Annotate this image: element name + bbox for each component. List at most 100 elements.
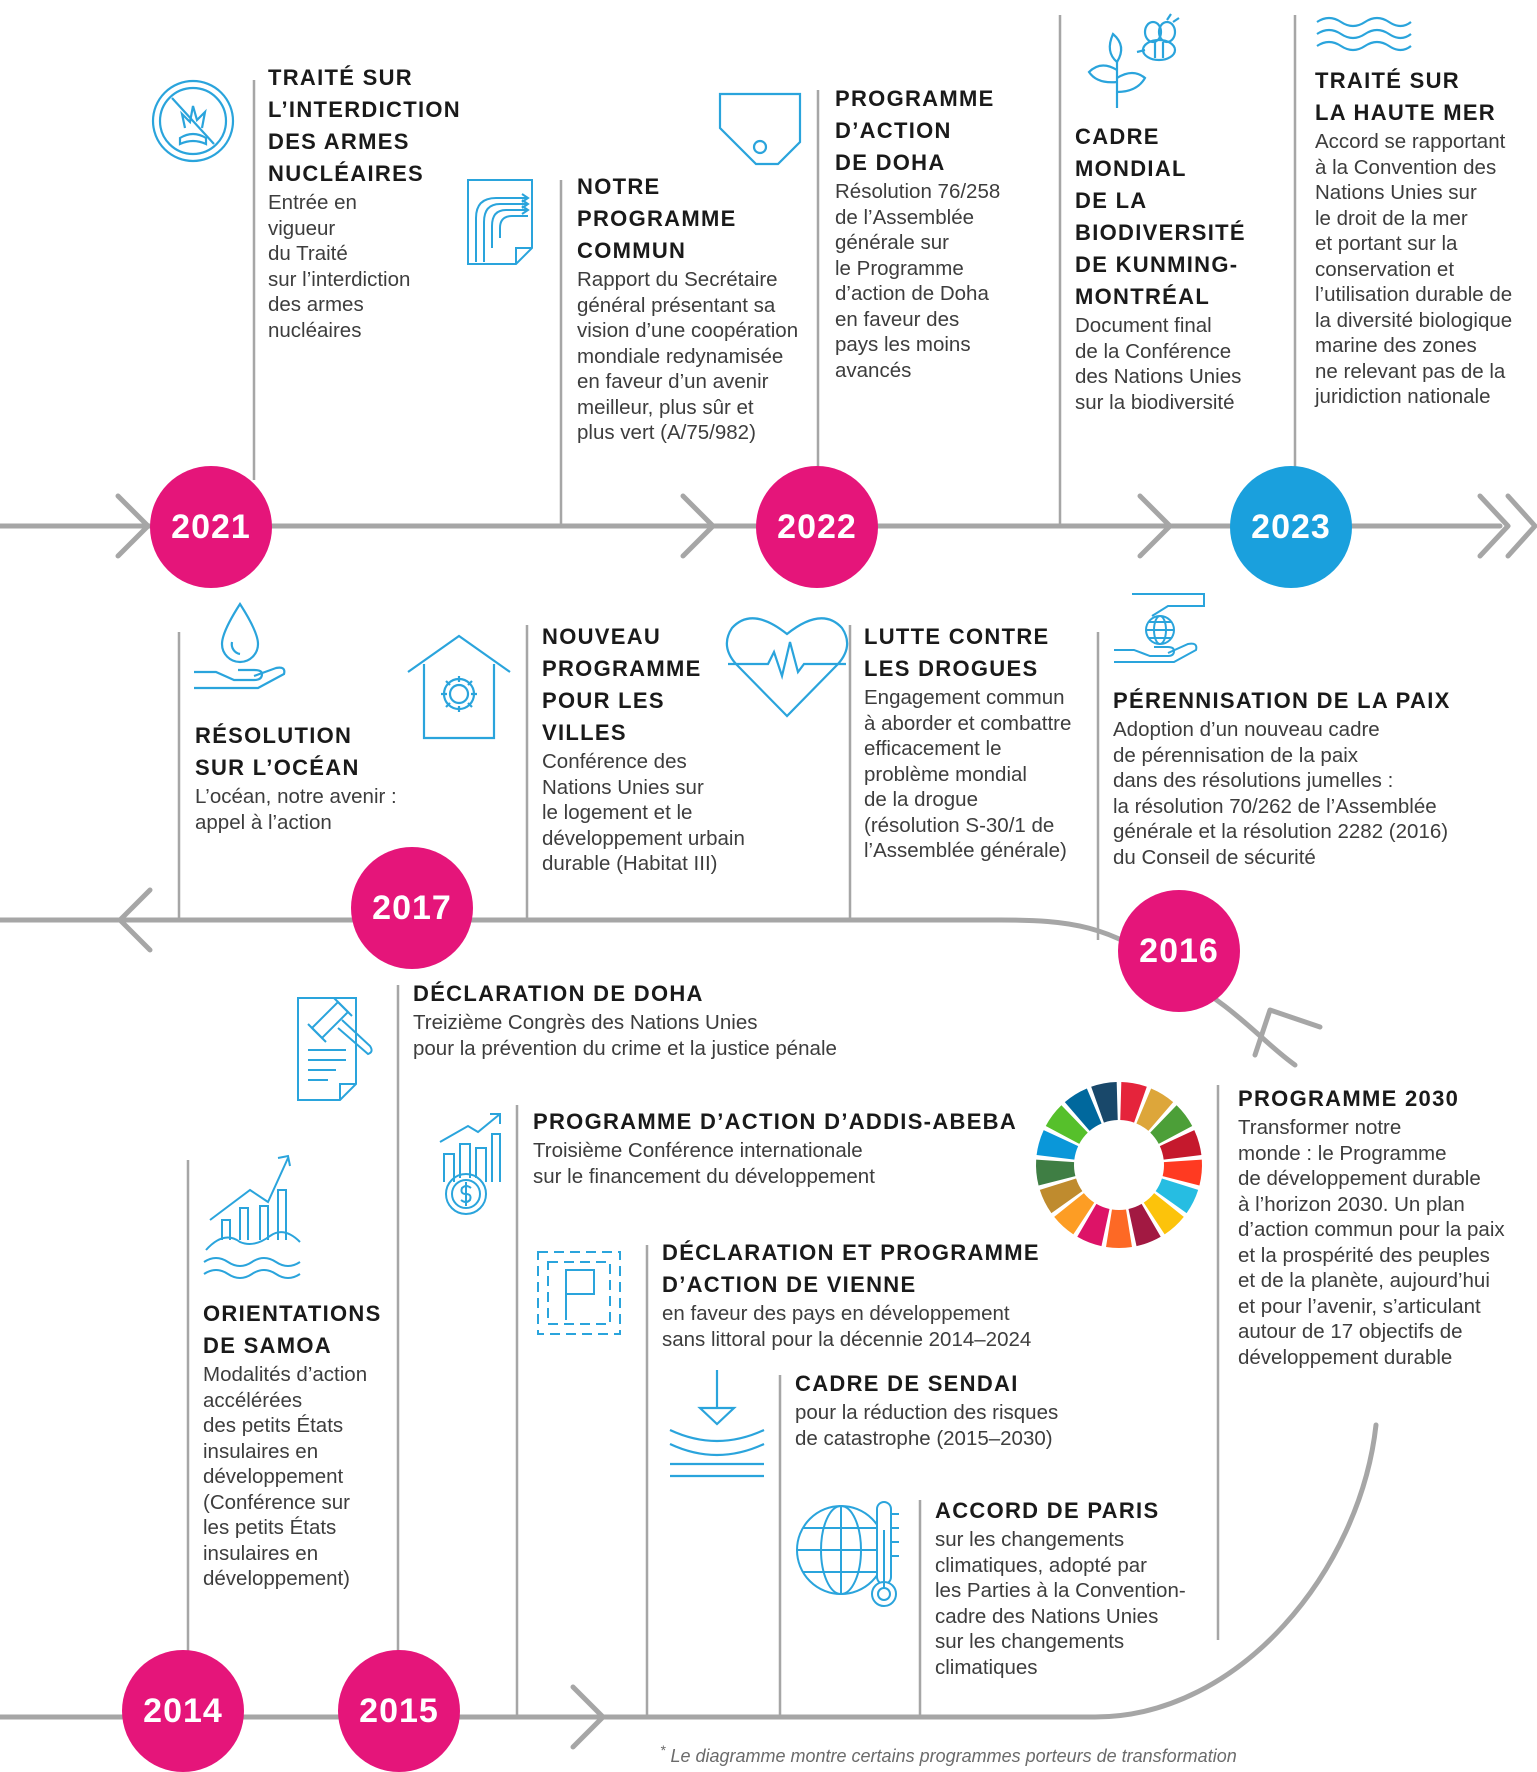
sdg-wheel-segment: [1039, 1178, 1083, 1214]
sdg-wheel-segment: [1136, 1088, 1174, 1131]
event-declaration-doha: DÉCLARATION DE DOHA Treizième Congrès de…: [413, 978, 933, 1061]
event-description: Modalités d’action accélérées des petits…: [203, 1363, 368, 1590]
sdg-wheel-segment: [1036, 1130, 1079, 1160]
event-declaration-vienne: DÉCLARATION ET PROGRAMME D’ACTION DE VIE…: [662, 1237, 1082, 1352]
event-perennisation-paix: PÉRENNISATION DE LA PAIX Adoption d’un n…: [1113, 685, 1513, 870]
finance-chart-icon: [436, 1112, 504, 1216]
event-description: Troisième Conférence internationale sur …: [533, 1139, 875, 1188]
sdg-wheel-segment: [1155, 1178, 1199, 1214]
event-description: en faveur des pays en développement sans…: [662, 1302, 1032, 1351]
event-cadre-sendai: CADRE DE SENDAI pour la réduction des ri…: [795, 1368, 1115, 1451]
flag-frame-icon: [536, 1250, 622, 1336]
event-title: DÉCLARATION ET PROGRAMME D’ACTION DE VIE…: [662, 1240, 1040, 1297]
event-description: Treizième Congrès des Nations Unies pour…: [413, 1011, 837, 1060]
year-2016: 2016: [1118, 890, 1240, 1012]
chevron-left-icon: [117, 887, 153, 953]
event-title: NOUVEAU PROGRAMME POUR LES VILLES: [542, 624, 702, 745]
event-programme-2030: PROGRAMME 2030 Transformer notre monde :…: [1238, 1083, 1537, 1370]
sdg-wheel-segment: [1035, 1159, 1076, 1186]
event-description: Transformer notre monde : le Programme d…: [1238, 1116, 1505, 1369]
sdg-wheel-segment: [1150, 1105, 1193, 1144]
event-description: Conférence des Nations Unies sur le loge…: [542, 750, 745, 875]
event-orientations-samoa: ORIENTATIONS DE SAMOA Modalités d’action…: [203, 1298, 403, 1592]
chevron-right-icon: [680, 493, 716, 559]
sdg-wheel-segment: [1077, 1203, 1110, 1247]
event-treaty-nuclear-ban: TRAITÉ SUR L’INTERDICTION DES ARMES NUCL…: [268, 62, 488, 343]
waves-icon: [1315, 14, 1412, 52]
globe-thermometer-icon: [795, 1500, 907, 1608]
footnote-text: Le diagramme montre certains programmes …: [670, 1746, 1237, 1766]
sdg-wheel-segment: [1162, 1159, 1203, 1186]
island-chart-icon: [200, 1150, 304, 1286]
chevron-right-icon: [1477, 493, 1511, 559]
event-description: Adoption d’un nouveau cadre de pérennisa…: [1113, 718, 1449, 869]
event-title: DÉCLARATION DE DOHA: [413, 981, 704, 1006]
tag-shape-icon: [718, 92, 802, 166]
event-resolution-ocean: RÉSOLUTION SUR L’OCÉAN L’océan, notre av…: [195, 720, 435, 835]
event-title: RÉSOLUTION SUR L’OCÉAN: [195, 723, 360, 780]
chevron-right-icon: [570, 1684, 606, 1750]
event-description: Rapport du Secrétaire général présentant…: [577, 268, 799, 444]
event-description: Engagement commun à aborder et combattre…: [864, 686, 1072, 862]
event-kunming-montreal: CADRE MONDIAL DE LA BIODIVERSITÉ DE KUNM…: [1075, 121, 1295, 415]
event-description: Document final de la Conférence des Nati…: [1075, 314, 1242, 414]
year-2017: 2017: [351, 847, 473, 969]
event-description: sur les changements climatiques, adopté …: [935, 1528, 1186, 1679]
event-title: PROGRAMME 2030: [1238, 1086, 1460, 1111]
event-title: PÉRENNISATION DE LA PAIX: [1113, 688, 1451, 713]
event-description: Entrée en vigueur du Traité sur l’interd…: [268, 191, 411, 342]
event-description: L’océan, notre avenir : appel à l’action: [195, 785, 397, 834]
event-lutte-drogues: LUTTE CONTRE LES DROGUES Engagement comm…: [864, 621, 1104, 864]
event-notre-programme: NOTRE PROGRAMME COMMUN Rapport du Secrét…: [577, 171, 817, 446]
sdg-wheel-segment: [1159, 1130, 1202, 1160]
arrow-down-waves-icon: [668, 1368, 766, 1480]
event-title: ACCORD DE PARIS: [935, 1498, 1160, 1523]
year-2014: 2014: [122, 1650, 244, 1772]
sdg-wheel-segment: [1120, 1082, 1147, 1123]
timeline-bottom-line: [0, 1422, 1379, 1720]
event-traite-haute-mer: TRAITÉ SUR LA HAUTE MER Accord se rappor…: [1315, 65, 1537, 410]
event-title: TRAITÉ SUR LA HAUTE MER: [1315, 68, 1496, 125]
event-title: PROGRAMME D’ACTION DE DOHA: [835, 86, 995, 175]
chevron-right-icon: [1137, 493, 1173, 559]
gavel-document-icon: [296, 988, 376, 1102]
event-description: Accord se rapportant à la Convention des…: [1315, 130, 1513, 408]
event-title: PROGRAMME D’ACTION D’ADDIS-ABEBA: [533, 1109, 1018, 1134]
chevron-right-icon: [115, 493, 151, 559]
nuclear-ban-icon: [150, 78, 236, 164]
water-drop-hand-icon: [192, 600, 288, 692]
chevron-right-icon: [1505, 493, 1537, 559]
event-description: pour la réduction des risques de catastr…: [795, 1401, 1059, 1450]
event-addis-abeba: PROGRAMME D’ACTION D’ADDIS-ABEBA Troisiè…: [533, 1106, 1053, 1189]
year-2021: 2021: [150, 466, 272, 588]
year-2022: 2022: [756, 466, 878, 588]
event-title: NOTRE PROGRAMME COMMUN: [577, 174, 737, 263]
event-programme-villes: NOUVEAU PROGRAMME POUR LES VILLES Confér…: [542, 621, 782, 877]
chevron-up-icon: [1252, 1007, 1323, 1058]
house-gear-icon: [404, 632, 514, 742]
footnote: * Le diagramme montre certains programme…: [660, 1742, 1237, 1766]
event-title: CADRE DE SENDAI: [795, 1371, 1019, 1396]
sdg-wheel-segment: [1045, 1105, 1088, 1144]
document-arrows-icon: [466, 178, 536, 266]
sdg-wheel-icon: [1034, 1080, 1204, 1250]
year-2015: 2015: [338, 1650, 460, 1772]
heartbeat-icon: [722, 612, 852, 720]
sdg-wheel-segment: [1064, 1088, 1102, 1131]
event-title: CADRE MONDIAL DE LA BIODIVERSITÉ DE KUNM…: [1075, 124, 1246, 309]
event-title: TRAITÉ SUR L’INTERDICTION DES ARMES NUCL…: [268, 65, 461, 186]
event-programme-doha: PROGRAMME D’ACTION DE DOHA Résolution 76…: [835, 83, 1055, 383]
sdg-wheel-segment: [1106, 1209, 1132, 1248]
globe-hands-icon: [1112, 592, 1208, 664]
event-accord-paris: ACCORD DE PARIS sur les changements clim…: [935, 1495, 1215, 1680]
event-title: LUTTE CONTRE LES DROGUES: [864, 624, 1050, 681]
sdg-wheel-segment: [1054, 1193, 1095, 1235]
event-description: Résolution 76/258 de l’Assemblée général…: [835, 180, 1001, 382]
plant-bee-icon: [1085, 12, 1185, 112]
sdg-wheel-segment: [1128, 1203, 1161, 1247]
sdg-wheel-segment: [1143, 1193, 1184, 1235]
event-title: ORIENTATIONS DE SAMOA: [203, 1301, 382, 1358]
year-2023: 2023: [1230, 466, 1352, 588]
sdg-wheel-segment: [1091, 1082, 1118, 1123]
